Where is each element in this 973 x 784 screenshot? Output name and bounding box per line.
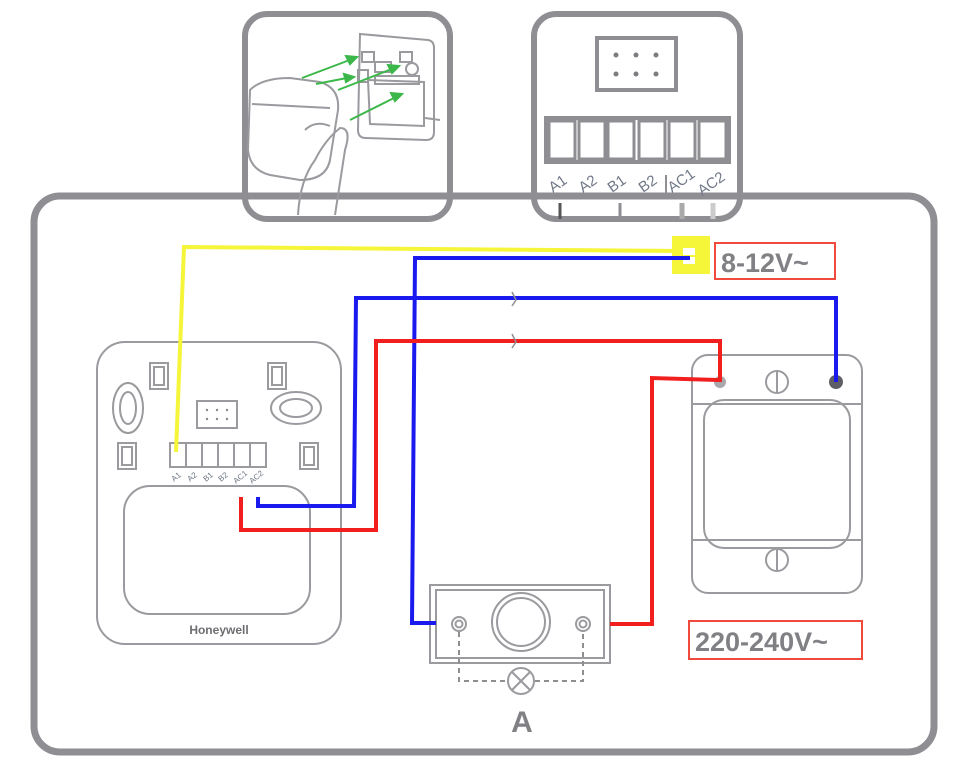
plate-terminal-b1: B1 <box>202 470 216 484</box>
supply-low-label-box <box>714 242 836 280</box>
terminal-block-closeup-inset: A1 A2 B1 B2 AC1 AC2 <box>531 11 743 222</box>
wire-blue-switch <box>409 256 688 625</box>
switch-label: A <box>511 706 533 739</box>
wire-blue-mains <box>256 296 838 508</box>
receiver-wall-plate: A1 A2 B1 B2 AC1 AC2 Honeywell <box>96 341 342 645</box>
main-frame <box>30 192 938 756</box>
wire-red-switch <box>610 375 719 626</box>
supply-low-label: 8-12V~ <box>721 248 809 278</box>
supply-mains-label-box <box>688 620 863 660</box>
wire-red-mains <box>239 339 722 532</box>
push-switch-a: A <box>429 584 611 739</box>
terminal-label-ac1: AC1 <box>665 166 699 197</box>
plate-terminal-ac2: AC2 <box>248 468 266 485</box>
wire-break-marks <box>511 291 517 349</box>
brand-label: Honeywell <box>189 623 248 637</box>
plate-terminal-a1: A1 <box>170 470 184 484</box>
wire-yellow <box>174 244 683 453</box>
wires <box>174 244 838 626</box>
lamp-icon <box>507 667 535 695</box>
mounting-illustration-inset <box>242 11 453 222</box>
plate-terminal-a2: A2 <box>186 470 200 484</box>
mains-junction-box <box>691 354 863 594</box>
supply-mains-label: 220-240V~ <box>695 627 828 657</box>
plate-terminal-b2: B2 <box>217 470 231 484</box>
plate-terminal-ac1: AC1 <box>232 468 250 485</box>
